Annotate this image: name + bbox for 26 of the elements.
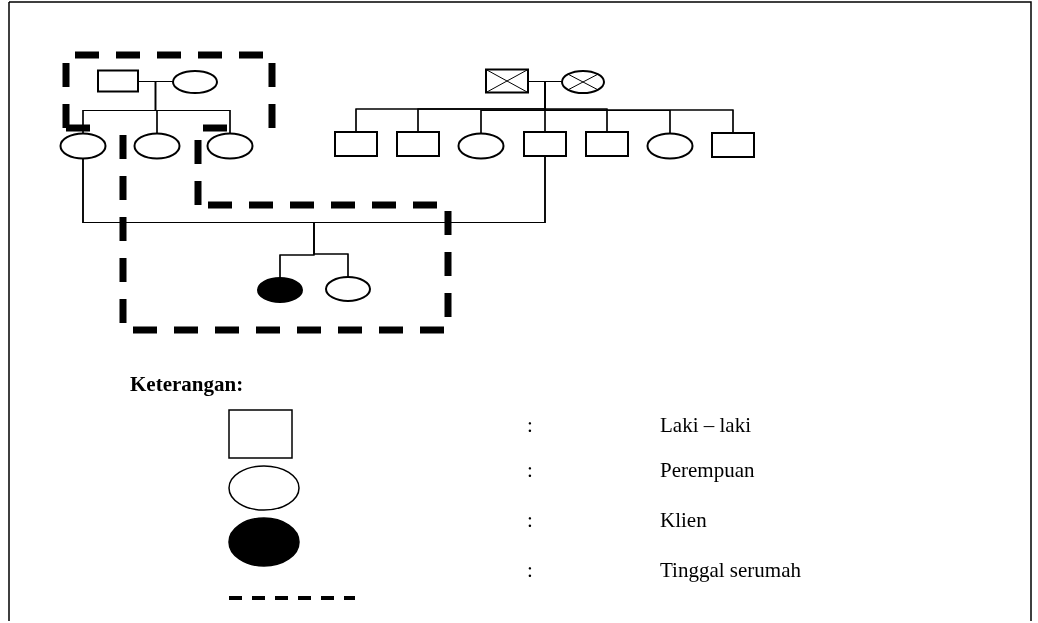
male-square — [334, 131, 378, 157]
female-ellipse — [206, 132, 254, 160]
male-square — [97, 69, 139, 93]
legend-text: Tinggal serumah — [660, 558, 801, 584]
separator-colon: : — [527, 458, 533, 484]
female-ellipse — [172, 70, 218, 94]
deceased-male-square — [485, 68, 529, 94]
male-square — [711, 132, 755, 158]
female-ellipse — [133, 132, 181, 160]
deceased-female-ellipse — [561, 70, 605, 94]
legend-heading: Keterangan: — [130, 372, 244, 398]
legend-text: Perempuan — [660, 458, 755, 484]
female-ellipse — [457, 132, 505, 160]
male-square — [585, 131, 629, 157]
separator-colon: : — [527, 508, 533, 534]
female-ellipse — [646, 132, 694, 160]
client-ellipse — [257, 277, 303, 303]
legend-text: Klien — [660, 508, 707, 534]
female-ellipse — [325, 276, 371, 302]
female-ellipse — [59, 132, 107, 160]
legend-text: Laki – laki — [660, 413, 751, 439]
separator-colon: : — [527, 413, 533, 439]
male-square — [523, 131, 567, 157]
separator-colon: : — [527, 558, 533, 584]
male-square — [396, 131, 440, 157]
relationship-line — [154, 80, 231, 135]
